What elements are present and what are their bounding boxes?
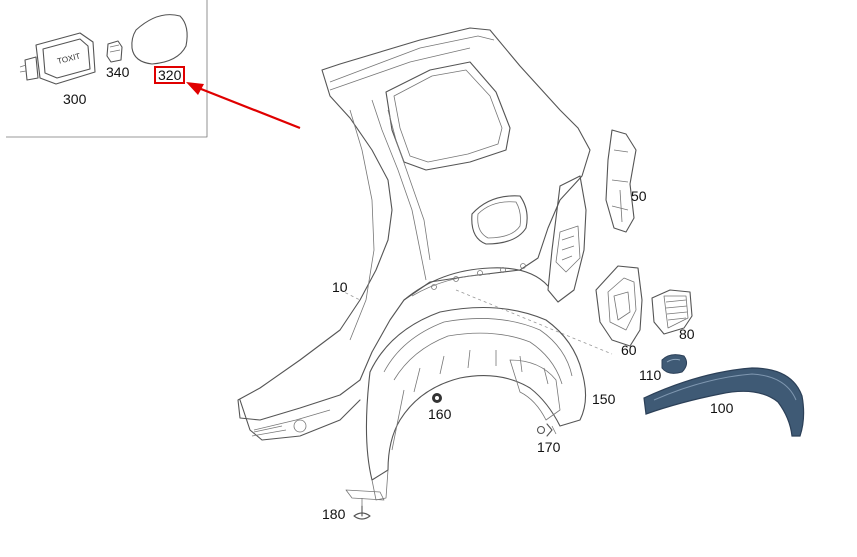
leader-10 (339, 289, 361, 301)
housing-embossed-text: TOXIT (56, 52, 81, 66)
callout-320-highlight-box (154, 66, 185, 84)
fuel-door-320[interactable] (131, 14, 188, 65)
bracket-60[interactable] (595, 265, 643, 347)
callout-80: 80 (679, 326, 695, 342)
inset-border (6, 0, 208, 138)
push-clip-160[interactable] (432, 393, 442, 403)
callout-110: 110 (639, 367, 662, 383)
callout-320: 320 (158, 67, 182, 83)
fastener-180[interactable] (345, 489, 385, 520)
quarter-panel-10[interactable] (237, 27, 591, 441)
leader-100 (455, 289, 613, 355)
clip-110[interactable] (661, 354, 688, 374)
screw-170[interactable] (536, 423, 557, 437)
callout-50: 50 (631, 188, 647, 204)
bracket-50[interactable] (605, 129, 637, 233)
highlight-arrow (186, 82, 301, 130)
callout-170: 170 (537, 439, 561, 455)
callout-160: 160 (428, 406, 452, 422)
vent-grille-80[interactable] (651, 289, 693, 335)
callout-10: 10 (332, 279, 348, 295)
clip-340[interactable] (106, 40, 123, 63)
callout-60: 60 (621, 342, 637, 358)
callout-150: 150 (592, 391, 616, 407)
callout-100: 100 (710, 400, 734, 416)
wheelhouse-liner-150[interactable] (365, 306, 587, 501)
wheel-arch-flare-100[interactable] (643, 367, 805, 437)
fuel-filler-housing-300[interactable]: TOXIT (19, 32, 96, 85)
inset-panel: TOXIT 300 340 320 (6, 0, 208, 138)
callout-300: 300 (63, 91, 87, 107)
callout-340: 340 (106, 64, 130, 80)
callout-180: 180 (322, 506, 346, 522)
